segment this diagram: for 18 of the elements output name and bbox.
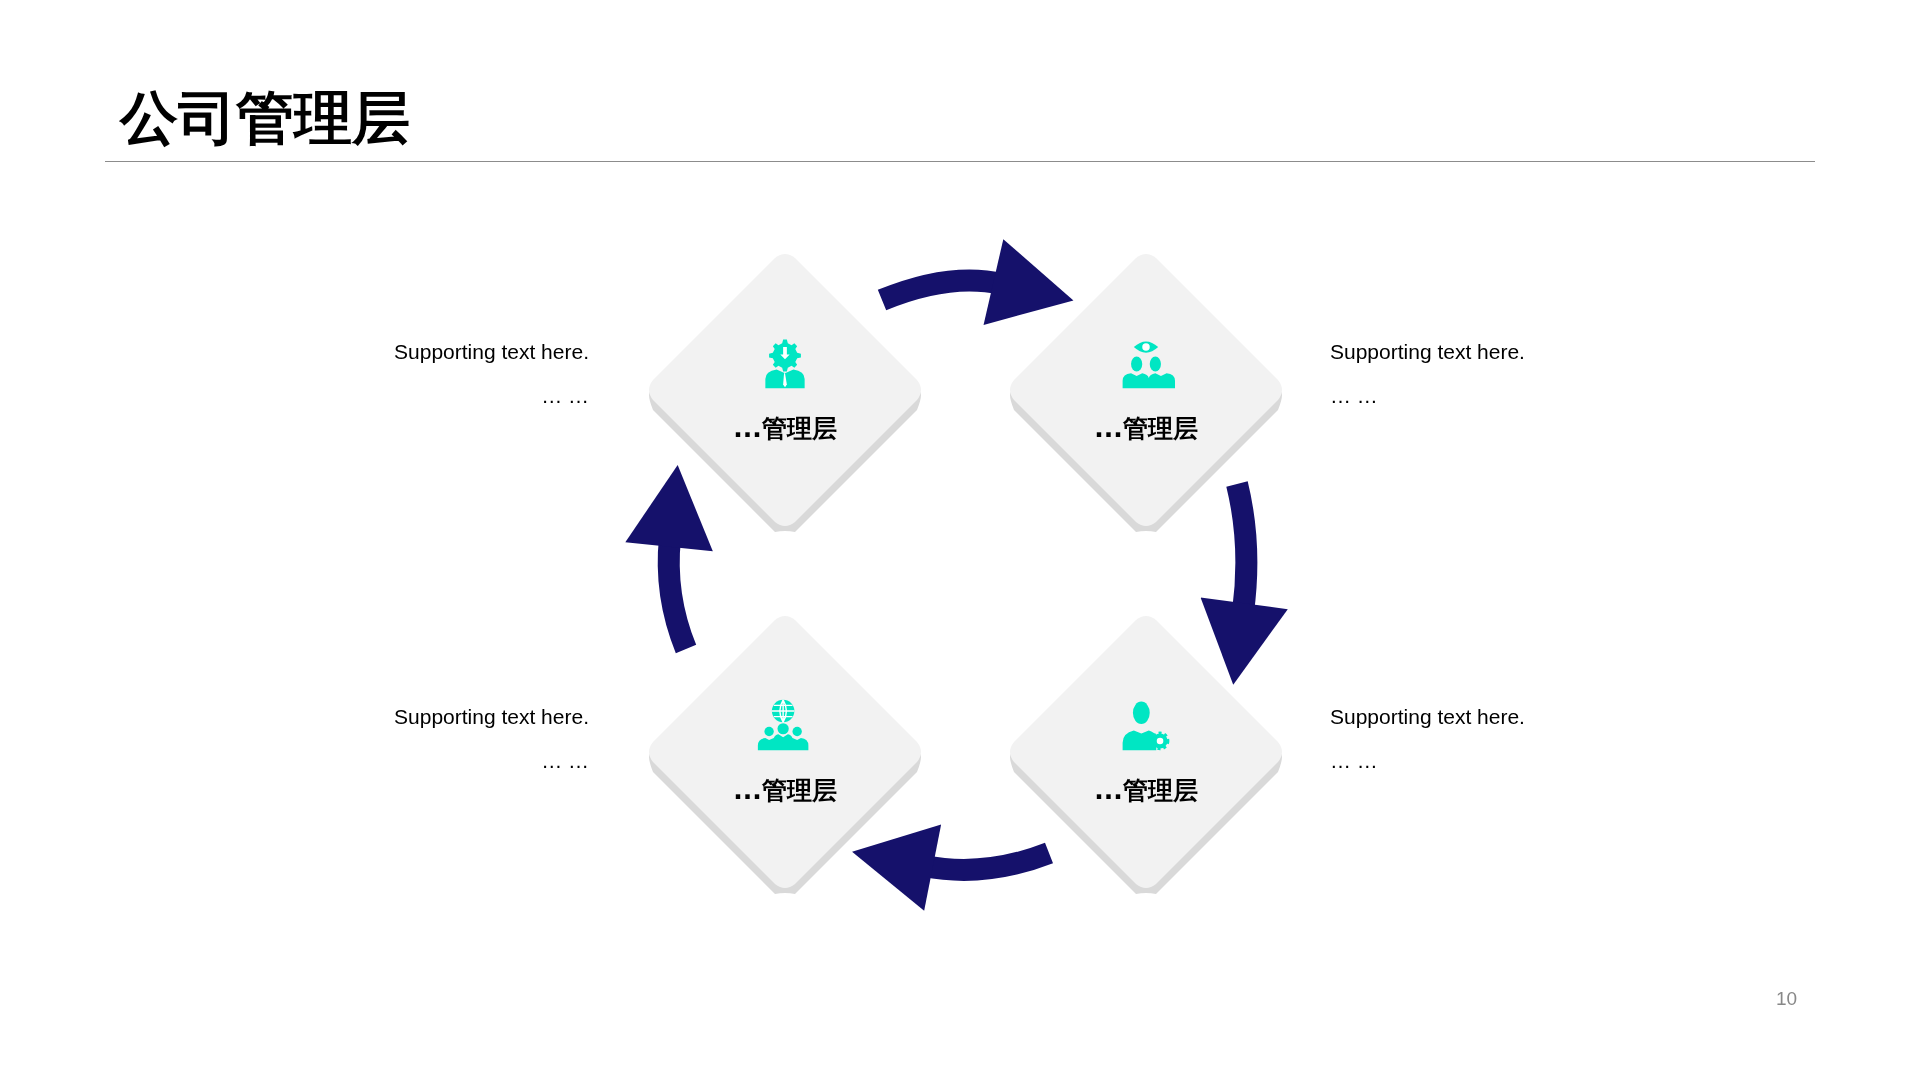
supporting-text: Supporting text here. <box>394 340 589 364</box>
page-number: 10 <box>1776 988 1798 1010</box>
slide-title: 公司管理层 <box>120 84 410 154</box>
node-label: ...管理层 <box>1093 413 1199 445</box>
node-label: ...管理层 <box>732 413 838 445</box>
curved-arrow <box>878 239 1074 326</box>
supporting-text: Supporting text here. <box>1330 340 1525 364</box>
supporting-text: Supporting text here. <box>394 705 589 729</box>
node-label: ...管理层 <box>732 775 838 807</box>
ellipsis-text: … … <box>541 749 589 773</box>
ellipsis-text: … … <box>1330 384 1378 408</box>
curved-arrow <box>625 464 714 653</box>
node-label: ...管理层 <box>1093 775 1199 807</box>
curved-arrow <box>1200 481 1288 685</box>
supporting-text: Supporting text here. <box>1330 705 1525 729</box>
ellipsis-text: … … <box>1330 749 1378 773</box>
curved-arrow <box>851 824 1053 911</box>
ellipsis-text: … … <box>541 384 589 408</box>
